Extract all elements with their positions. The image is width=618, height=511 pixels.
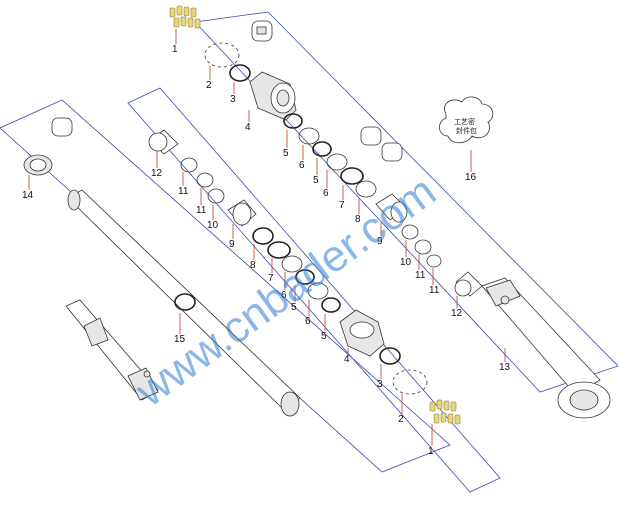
- label-6-d: 6: [305, 316, 311, 327]
- label-9-a: 9: [377, 236, 383, 247]
- label-3-b: 3: [377, 379, 383, 390]
- rod-head-assembly: [65, 299, 159, 401]
- oring-5a: [283, 113, 303, 129]
- label-6-c: 6: [281, 290, 287, 301]
- seal-kit-note-line-2: 封件包: [456, 126, 477, 135]
- label-5-c: 5: [291, 302, 297, 313]
- backup-ring-6a: [298, 127, 320, 145]
- label-1-top: 1: [172, 44, 178, 55]
- seal-7b: [267, 241, 291, 259]
- label-8-a: 8: [355, 214, 361, 225]
- seal-kit-note: 工艺密 封件包: [454, 117, 477, 135]
- label-6-a: 6: [299, 160, 305, 171]
- oring-5b: [312, 141, 332, 157]
- seal-8a: [355, 180, 377, 198]
- oring-top: [229, 64, 251, 82]
- leader-lines: [28, 29, 506, 446]
- label-8-b: 8: [250, 260, 256, 271]
- label-11-a: 11: [415, 270, 426, 281]
- label-14: 14: [22, 190, 34, 201]
- label-12-b: 12: [151, 168, 163, 179]
- seal-8b: [252, 227, 274, 245]
- label-12-a: 12: [451, 308, 463, 319]
- seal-11a: [414, 239, 432, 255]
- label-13: 13: [499, 362, 511, 373]
- seal-kit-note-line-1: 工艺密: [454, 117, 475, 126]
- label-11-b: 11: [429, 285, 440, 296]
- sleeve-12b: [148, 129, 179, 155]
- seal-11b: [426, 254, 442, 268]
- backup-ring-6c: [281, 255, 303, 273]
- oring-5c: [295, 269, 315, 285]
- label-3-top: 3: [230, 94, 236, 105]
- label-7-a: 7: [339, 200, 345, 211]
- seal-7a: [340, 167, 364, 185]
- detail-inset-mid: [360, 126, 382, 146]
- washer-set-top: [204, 42, 240, 68]
- label-7-b: 7: [268, 273, 274, 284]
- end-cap-bottom: [339, 309, 385, 357]
- label-2-b: 2: [398, 414, 404, 425]
- seal-11c: [180, 157, 198, 173]
- rod-end-bushing: [23, 154, 53, 176]
- seal-11d: [196, 172, 214, 188]
- label-11-d: 11: [196, 205, 207, 216]
- label-5-d: 5: [321, 331, 327, 342]
- label-16: 16: [465, 172, 477, 183]
- label-2-top: 2: [206, 80, 212, 91]
- label-4-top: 4: [245, 122, 251, 133]
- part-labels: 1 2 3 4 5 6 5 6 7 8 9 10 11 11 12 13 16 …: [22, 44, 511, 457]
- bolt-set-bottom: [429, 399, 461, 425]
- frame-right-assembly: [194, 11, 618, 393]
- oring-bottom: [379, 347, 401, 365]
- label-15: 15: [174, 334, 186, 345]
- seal-kit-cloud: [439, 96, 494, 144]
- oring-5d: [321, 297, 341, 313]
- frame-center-assembly: [127, 87, 501, 493]
- bolt-set-top: [169, 5, 201, 29]
- detail-inset-kit: [381, 142, 403, 162]
- label-10-b: 10: [207, 220, 219, 231]
- detail-inset-left: [51, 117, 73, 137]
- sleeve-12a: [454, 271, 483, 297]
- backup-ring-6d: [307, 282, 329, 300]
- label-1-b: 1: [428, 446, 434, 457]
- label-5-b: 5: [313, 175, 319, 186]
- cylinder-barrel: [481, 277, 611, 419]
- label-5-a: 5: [283, 148, 289, 159]
- label-6-b: 6: [323, 188, 329, 199]
- wear-ring-10a: [401, 224, 419, 240]
- label-4-b: 4: [344, 354, 350, 365]
- label-9-b: 9: [229, 239, 235, 250]
- washer-set-bottom: [392, 369, 428, 395]
- label-10-a: 10: [400, 257, 412, 268]
- guide-sleeve-9b: [227, 199, 257, 227]
- wear-ring-10b: [207, 188, 225, 204]
- guide-sleeve-9a: [375, 193, 408, 223]
- backup-ring-6b: [326, 153, 348, 171]
- piston-rod: [67, 189, 301, 417]
- label-11-c: 11: [178, 186, 189, 197]
- end-cap-top: [249, 71, 297, 121]
